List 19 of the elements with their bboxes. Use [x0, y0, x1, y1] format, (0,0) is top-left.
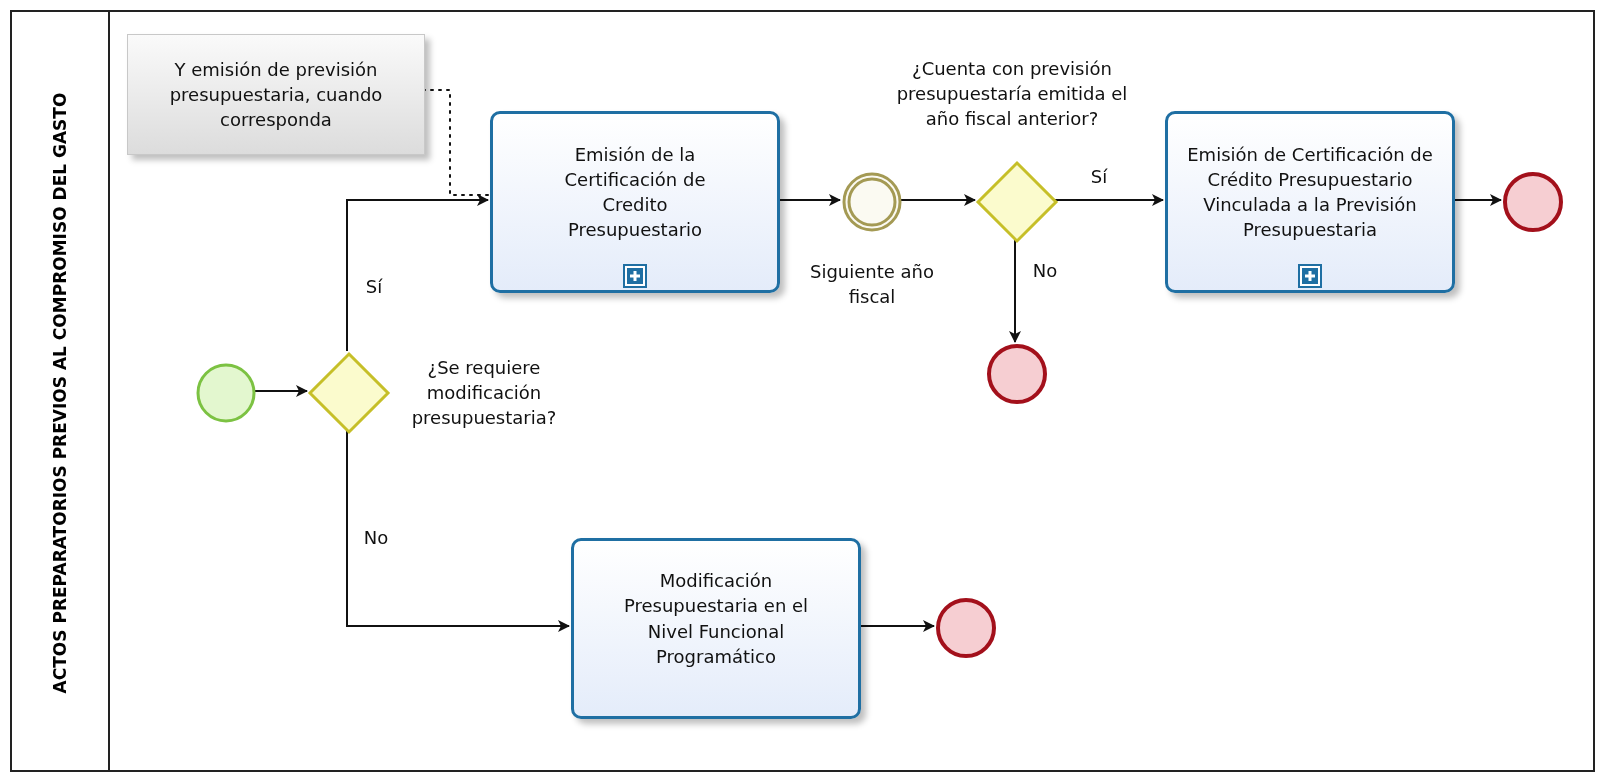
- sequence-arrow: [346, 194, 489, 352]
- task-label: Emisión de Certificación de Crédito Presupuestario Vinculada a la Previsión Presupuestaria: [1186, 142, 1434, 243]
- annotation-box: [127, 34, 425, 155]
- sequence-arrow: [253, 385, 308, 397]
- swimlane: [10, 10, 1595, 772]
- task-label: Emisión de la Certificación de Credito Presupuestario: [563, 142, 707, 243]
- sequence-arrow: [1009, 239, 1021, 343]
- subprocess-box: [1165, 111, 1455, 293]
- sequence-arrow: [1054, 194, 1164, 206]
- gateway-label: ¿Cuenta con previsión presupuestaría emitida el año fiscal anterior?: [895, 57, 1129, 132]
- task-label: Modificación Presupuestaria en el Nivel Funcional Programático: [622, 569, 810, 669]
- annotation-text: Y emisión de previsión presupuestaria, cuando corresponda: [168, 57, 384, 133]
- subprocess-box: [490, 111, 780, 293]
- sequence-arrow: [346, 430, 570, 632]
- sequence-arrow: [899, 194, 976, 206]
- gateway-label: ¿Se requiere modificación presupuestaria?: [410, 356, 558, 431]
- lane-title: ACTOS PREPARATORIOS PREVIOS AL COMPROMISO DEL GASTO: [50, 92, 70, 694]
- task-box: [571, 538, 861, 719]
- event-label: Siguiente año fiscal: [808, 259, 936, 309]
